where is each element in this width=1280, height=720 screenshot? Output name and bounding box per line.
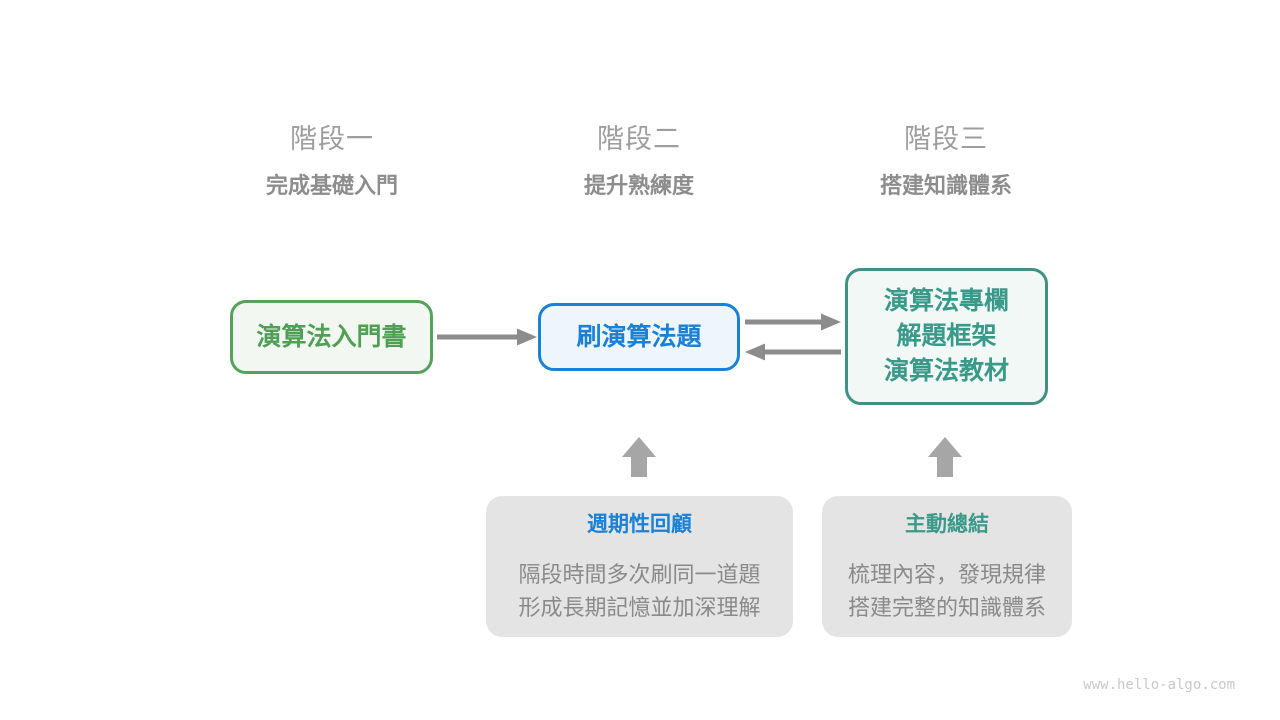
node-resources-line-3: 演算法教材 [883, 357, 1009, 385]
arrow-stage3-to-stage2-icon [745, 343, 841, 361]
stage-2-subtitle: 提升熟練度 [583, 173, 694, 198]
note-periodic-review-body: 隔段時間多次刷同一道題 形成長期記憶並加深理解 [486, 558, 793, 624]
stage-1-header: 階段一 完成基礎入門 [182, 122, 482, 200]
node-intro-book-label: 演算法入門書 [256, 322, 407, 351]
stage-2-header: 階段二 提升熟練度 [489, 122, 789, 200]
stage-1-number: 階段一 [290, 124, 374, 154]
stage-3-subtitle: 搭建知識體系 [879, 173, 1012, 198]
up-arrow-summary-icon [928, 437, 962, 477]
arrow-stage1-to-stage2-icon [437, 328, 537, 346]
note-active-summary-body-line-1: 梳理內容，發現規律 [847, 562, 1046, 587]
up-arrow-review-icon [622, 437, 656, 477]
note-periodic-review-title: 週期性回顧 [587, 513, 692, 536]
note-active-summary-title: 主動總結 [905, 513, 989, 536]
node-resources-line-2: 解題框架 [896, 322, 997, 350]
watermark: www.hello-algo.com [1083, 677, 1235, 693]
stage-1-subtitle: 完成基礎入門 [265, 173, 398, 198]
stage-3-number: 階段三 [904, 124, 988, 154]
note-periodic-review: 週期性回顧 隔段時間多次刷同一道題 形成長期記憶並加深理解 [486, 496, 793, 637]
node-practice-label: 刷演算法題 [576, 322, 702, 351]
stage-3-header: 階段三 搭建知識體系 [796, 122, 1096, 200]
node-resources-line-1: 演算法專欄 [883, 287, 1009, 315]
note-active-summary: 主動總結 梳理內容，發現規律 搭建完整的知識體系 [822, 496, 1072, 637]
node-resources: 演算法專欄 解題框架 演算法教材 [845, 268, 1048, 405]
arrow-stage2-to-stage3-icon [745, 313, 841, 331]
node-practice: 刷演算法題 [538, 303, 740, 371]
stage-2-number: 階段二 [597, 124, 681, 154]
node-intro-book: 演算法入門書 [230, 300, 433, 374]
note-periodic-review-body-line-2: 形成長期記憶並加深理解 [518, 595, 761, 620]
note-periodic-review-body-line-1: 隔段時間多次刷同一道題 [518, 562, 761, 587]
note-active-summary-body-line-2: 搭建完整的知識體系 [847, 595, 1046, 620]
note-active-summary-body: 梳理內容，發現規律 搭建完整的知識體系 [822, 558, 1072, 624]
